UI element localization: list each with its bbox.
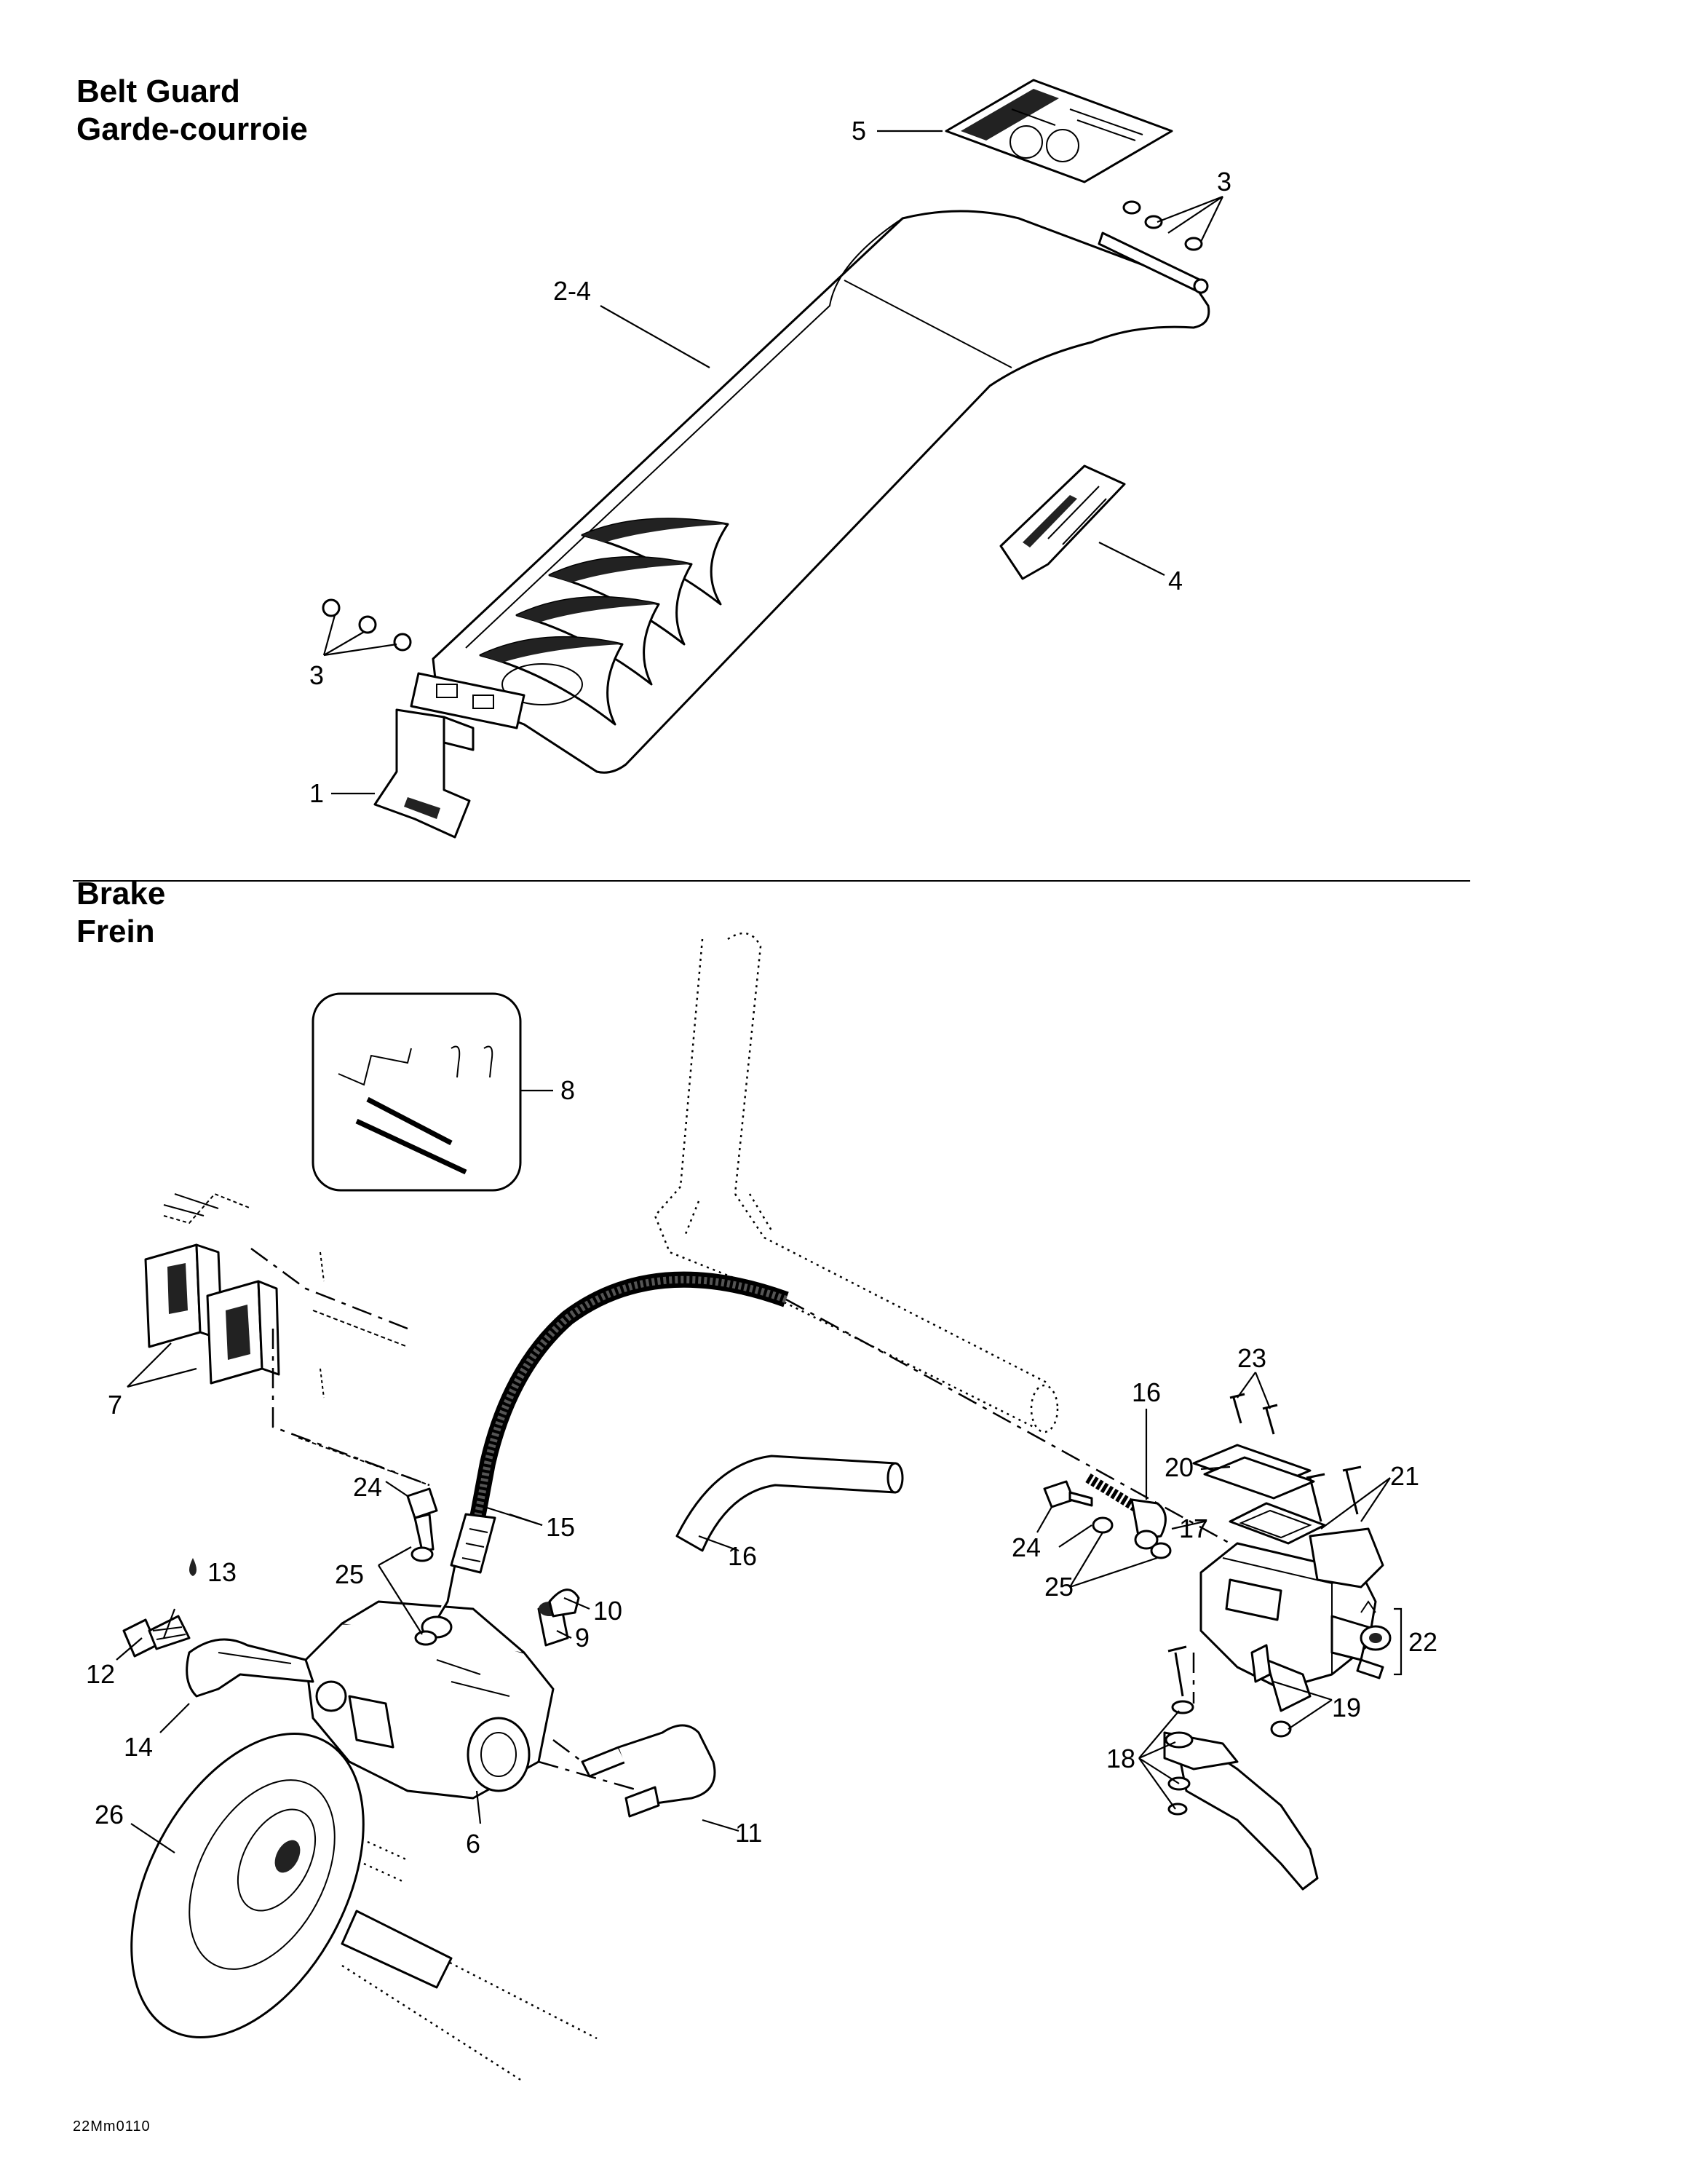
drawing-code: 22Mm0110 [73,2118,151,2134]
callout-brake-16-hose: 16 [728,1541,757,1571]
nuts-left [322,598,412,652]
pivot-pin-kit [1356,1600,1392,1679]
callout-belt-2-4: 2-4 [553,276,591,306]
banjo-fitting-right [1085,1473,1167,1550]
spare-hose [675,1455,904,1552]
callout-brake-25-left: 25 [335,1559,364,1589]
callout-belt-3-left: 3 [309,660,324,690]
belt-guard-leaders [322,130,1223,795]
callout-brake-13: 13 [207,1557,237,1587]
hardware-kit [312,992,522,1192]
front-bracket [373,708,475,839]
callout-brake-18: 18 [1106,1744,1135,1773]
handlebar-clamp [1306,1465,1384,1588]
cover-screws [1229,1393,1278,1435]
callout-brake-24-left: 24 [353,1472,382,1502]
belt-guard-title-en: Belt Guard [76,74,240,109]
callout-belt-5: 5 [852,116,866,146]
brake-title-fr: Frein [76,914,155,949]
callout-brake-23: 23 [1237,1343,1266,1373]
callout-brake-14: 14 [124,1732,153,1762]
belt-guard-section: 5 3 2-4 4 3 1 [309,79,1231,839]
callout-brake-7: 7 [108,1390,122,1420]
callout-belt-4: 4 [1168,566,1183,596]
decal-top [945,79,1173,183]
belt-guard-title: Belt Guard Garde-courroie [76,73,308,149]
callout-brake-10: 10 [593,1596,622,1626]
callout-belt-3-top: 3 [1217,167,1231,197]
callout-brake-17: 17 [1179,1514,1208,1543]
callout-brake-21: 21 [1390,1461,1419,1491]
brake-leaders [116,1089,1403,1853]
brake-pads [144,1192,430,1487]
handlebar [654,932,1059,1433]
brake-disc [130,1732,598,2084]
callout-brake-20: 20 [1165,1452,1194,1482]
brake-line-fitting [552,1724,716,1818]
banjo-bolt-left [406,1487,438,1646]
callout-brake-26: 26 [95,1800,124,1829]
callout-belt-1: 1 [309,778,324,808]
belt-guard-body [410,210,1210,774]
brake-title: Brake Frein [76,875,165,951]
callout-brake-8: 8 [560,1075,575,1105]
banjo-bolt-right [1043,1480,1172,1559]
callout-brake-6: 6 [466,1829,480,1859]
belt-guard-title-fr: Garde-courroie [76,111,308,147]
brake-title-en: Brake [76,876,166,911]
callout-brake-16-top: 16 [1132,1377,1161,1407]
reservoir-cover [1192,1444,1326,1545]
bleeder-screw [537,1588,580,1647]
callout-brake-22: 22 [1408,1627,1437,1657]
callout-brake-25-right: 25 [1044,1572,1074,1602]
callout-brake-24-right: 24 [1012,1532,1041,1562]
callout-brake-9: 9 [575,1623,590,1653]
brake-hose [421,1271,1231,1639]
callout-brake-19: 19 [1332,1693,1361,1722]
callout-brake-11: 11 [735,1818,762,1848]
decal-warning [999,464,1126,580]
nuts-top [1122,200,1203,251]
brake-caliper [304,1600,641,1800]
callout-brake-12: 12 [86,1659,115,1689]
lever-pivot [1250,1644,1292,1738]
callout-brake-15: 15 [546,1512,575,1542]
brake-section: 8 7 24 15 25 16 10 9 13 12 14 26 6 11 16… [86,932,1437,2084]
